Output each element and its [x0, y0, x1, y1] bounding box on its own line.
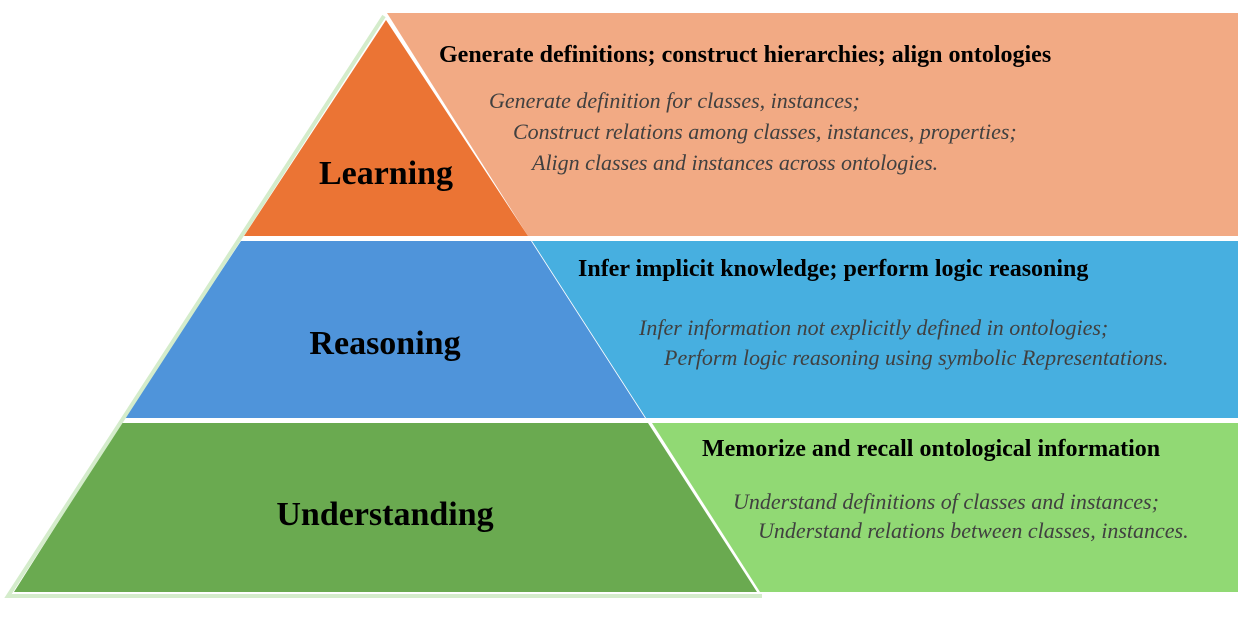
reasoning-detail-1: Infer information not explicitly defined… [638, 315, 1108, 340]
learning-panel [387, 13, 1238, 236]
tier-learning: Learning Generate definitions; construct… [244, 13, 1238, 236]
learning-detail-1: Generate definition for classes, instanc… [489, 88, 860, 113]
understanding-label: Understanding [276, 496, 493, 533]
reasoning-heading: Infer implicit knowledge; perform logic … [578, 256, 1088, 282]
learning-heading: Generate definitions; construct hierarch… [439, 42, 1051, 68]
pyramid-outline [4, 14, 762, 598]
understanding-triangle [14, 423, 757, 592]
tier-reasoning: Reasoning Infer implicit knowledge; perf… [124, 241, 1238, 418]
reasoning-triangle [124, 241, 645, 418]
learning-detail-2: Construct relations among classes, insta… [513, 119, 1017, 144]
tier-understanding: Understanding Memorize and recall ontolo… [14, 423, 1238, 592]
learning-label: Learning [319, 155, 453, 192]
learning-detail-3: Align classes and instances across ontol… [530, 150, 938, 175]
understanding-heading: Memorize and recall ontological informat… [702, 436, 1160, 462]
understanding-detail-2: Understand relations between classes, in… [758, 518, 1189, 543]
understanding-detail-1: Understand definitions of classes and in… [733, 489, 1159, 514]
reasoning-detail-2: Perform logic reasoning using symbolic R… [663, 345, 1168, 370]
learning-triangle [244, 20, 528, 236]
reasoning-panel [532, 241, 1238, 418]
reasoning-label: Reasoning [309, 325, 460, 362]
understanding-panel [652, 423, 1238, 592]
